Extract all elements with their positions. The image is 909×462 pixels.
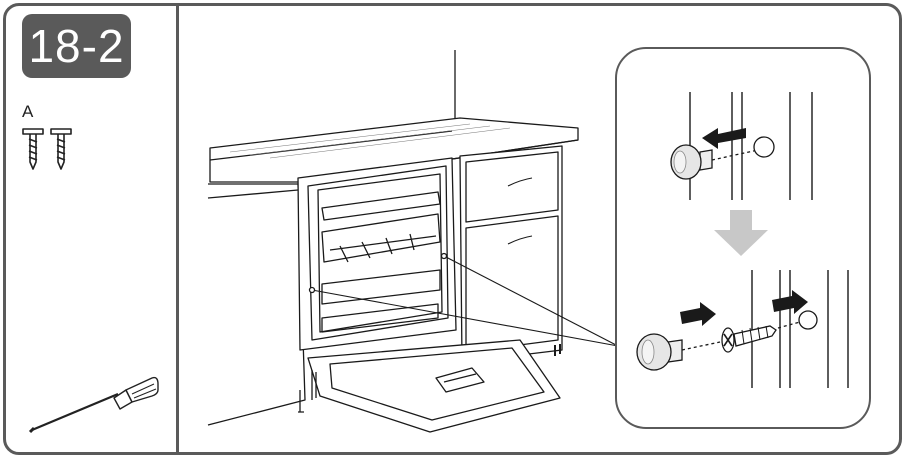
arrow-down-icon [714, 210, 768, 256]
part-label: A [22, 102, 34, 121]
arrow-right-icon [680, 302, 716, 326]
detail-callout [615, 47, 871, 429]
column-divider [176, 3, 179, 455]
arrow-left-icon [702, 128, 746, 149]
outer-frame [3, 3, 902, 455]
arrow-right-icon [772, 290, 808, 314]
screwdriver-icon [28, 376, 159, 434]
screw-icon [22, 128, 72, 170]
step-number-badge: 18-2 [22, 14, 131, 78]
